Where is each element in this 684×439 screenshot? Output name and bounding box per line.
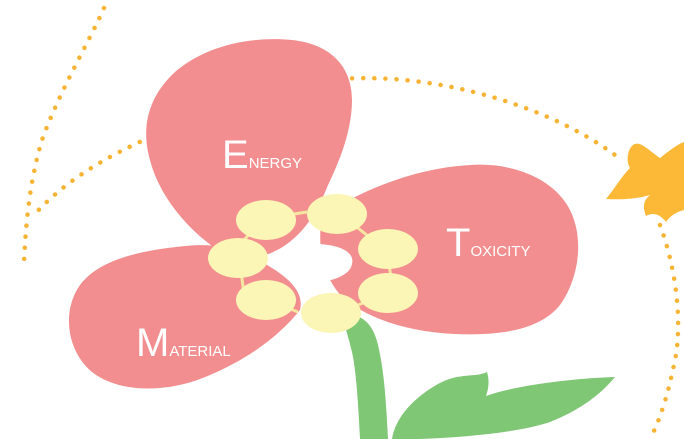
center-bead [301,293,361,333]
leaf-icon [392,372,615,439]
label-toxicity-initial: T [446,221,470,265]
label-toxicity-rest: OXICITY [470,243,530,260]
center-bead [236,280,296,320]
dotted-path-right [650,225,678,439]
flower-stem [342,312,388,439]
dotted-path-left-inner [34,133,160,215]
butterfly-icon [606,142,684,222]
center-bead [358,229,418,269]
center-bead [236,200,296,240]
label-material-rest: ATERIAL [169,343,230,360]
center-bead [307,194,367,234]
label-energy-rest: NERGY [249,155,302,172]
label-material-initial: M [136,321,169,365]
label-energy-initial: E [222,133,249,177]
dotted-path-left-outer [24,8,104,262]
center-bead [358,273,418,313]
center-bead [208,238,268,278]
dotted-path-top-arc [330,78,615,155]
